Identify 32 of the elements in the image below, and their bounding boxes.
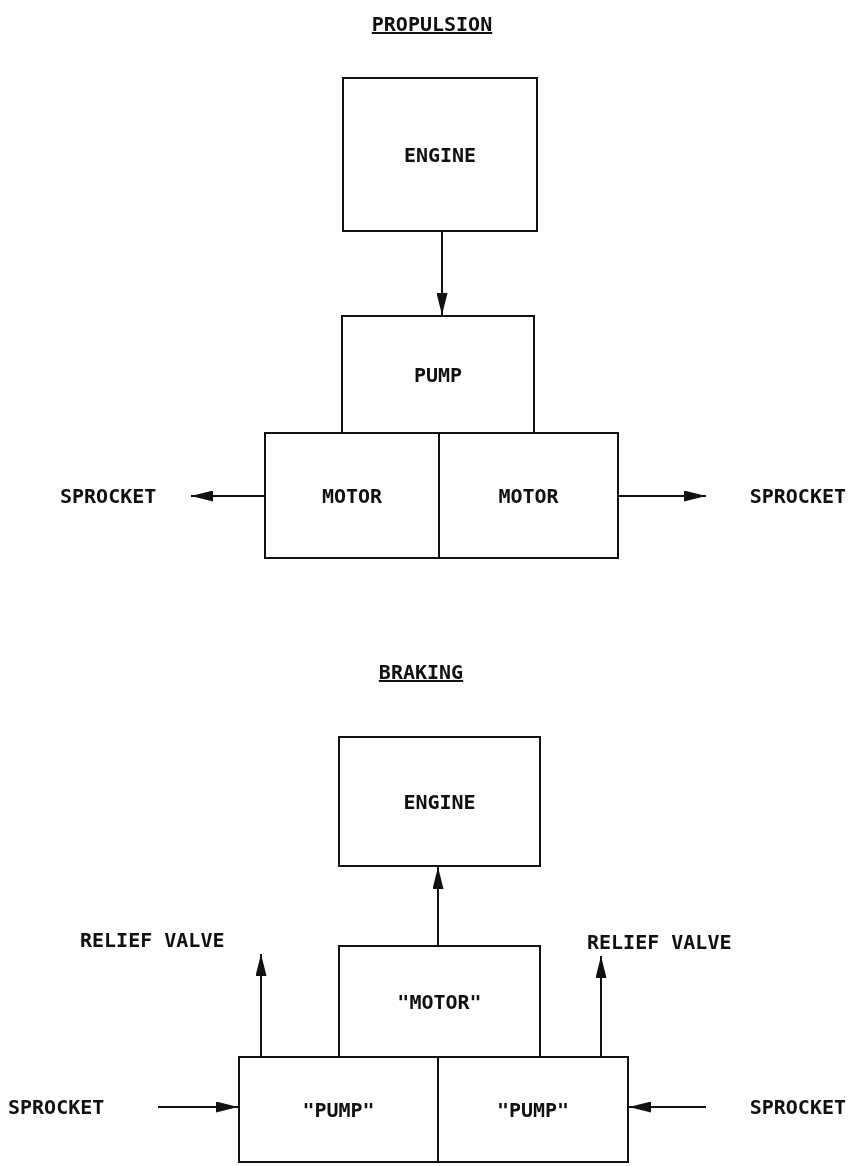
box-label: MOTOR	[498, 483, 559, 508]
component-box	[438, 432, 619, 559]
section-heading: BRAKING	[378, 660, 464, 684]
box-label: PUMP	[413, 362, 463, 387]
component-label: RELIEF VALVE	[80, 926, 270, 954]
arrow	[255, 953, 267, 1057]
box-label: "PUMP"	[302, 1097, 375, 1122]
component-label: SPROCKET	[706, 1093, 846, 1121]
section-heading: PROPULSION	[371, 12, 493, 36]
box-label: ENGINE	[403, 789, 476, 814]
box-label: "PUMP"	[496, 1097, 570, 1122]
component-box	[338, 945, 541, 1058]
arrow	[190, 490, 265, 502]
component-box	[238, 1056, 439, 1163]
component-label: SPROCKET	[706, 482, 846, 510]
box-label: MOTOR	[321, 483, 383, 508]
component-box	[264, 432, 440, 559]
component-label: SPROCKET	[60, 482, 191, 510]
arrow	[436, 231, 448, 316]
component-label: RELIEF VALVE	[587, 928, 767, 956]
component-box	[342, 77, 538, 232]
component-box	[341, 315, 535, 434]
component-label: SPROCKET	[8, 1093, 158, 1121]
box-label: "MOTOR"	[397, 989, 482, 1014]
arrow	[595, 955, 607, 1057]
component-box	[437, 1056, 629, 1163]
component-box	[338, 736, 541, 867]
box-label: ENGINE	[403, 142, 477, 167]
arrow	[157, 1101, 239, 1113]
arrow	[618, 490, 707, 502]
arrow	[628, 1101, 707, 1113]
arrow	[432, 866, 444, 946]
